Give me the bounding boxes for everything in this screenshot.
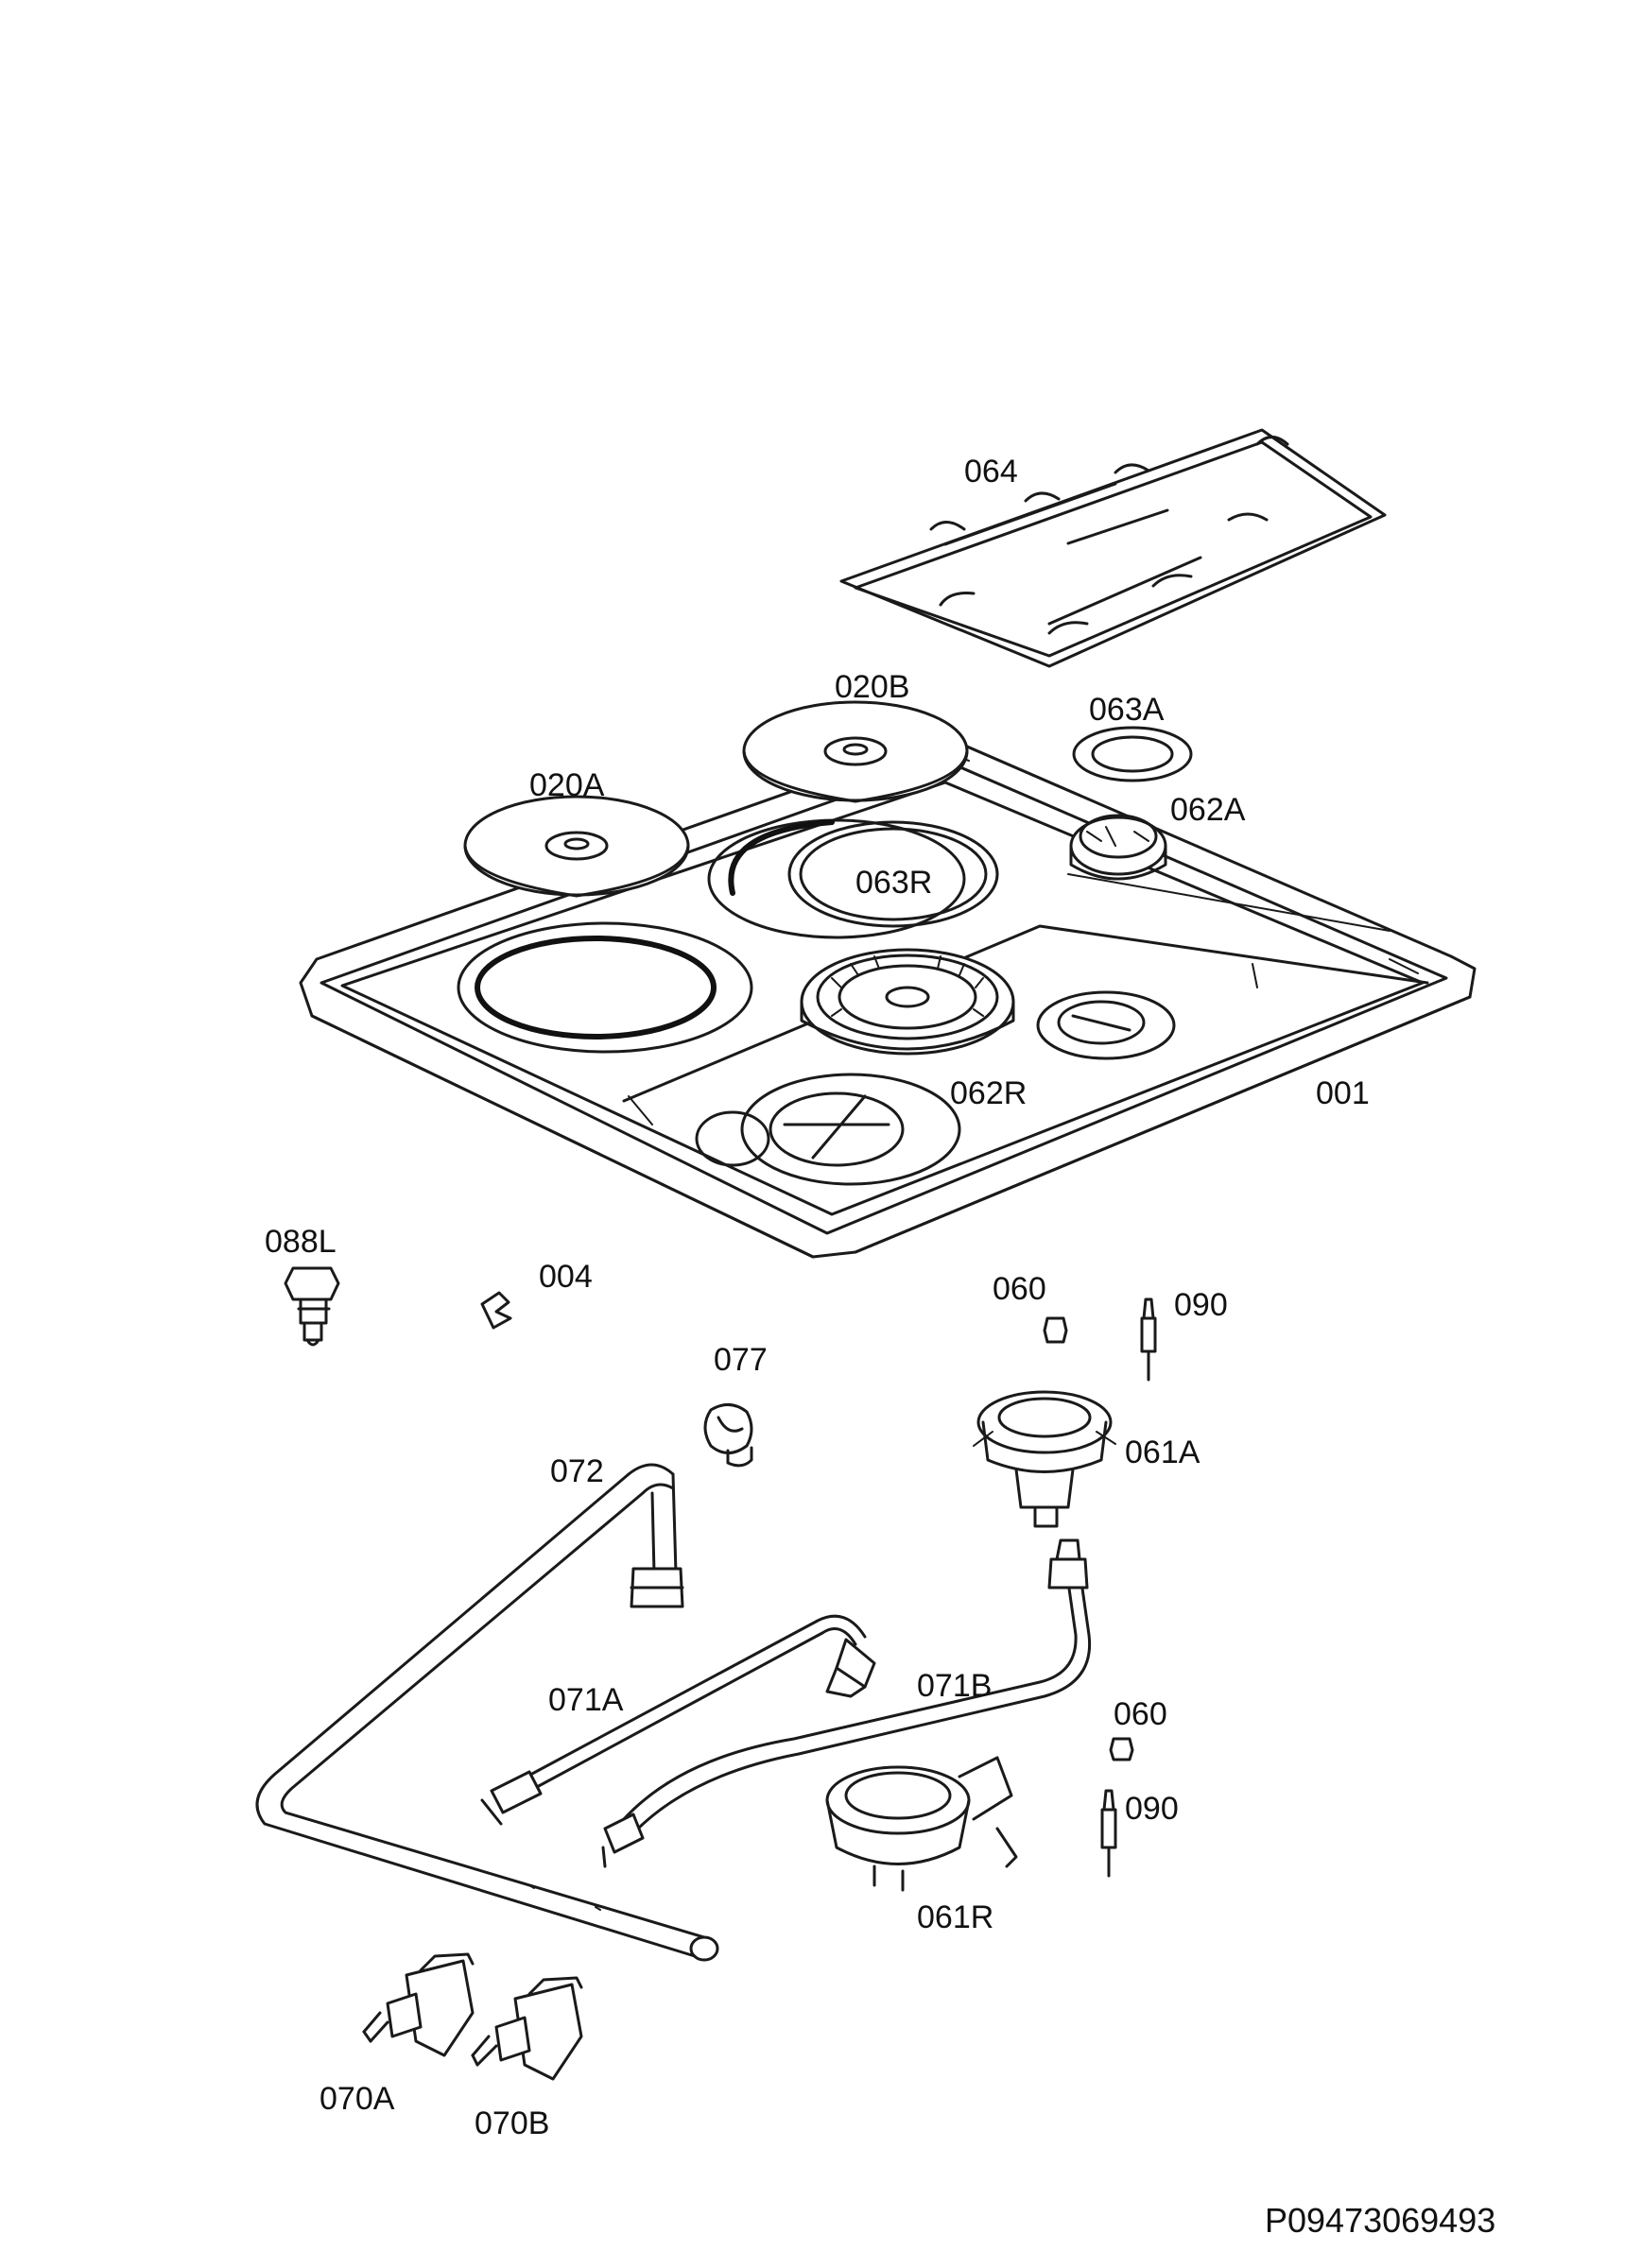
label-070b: 070B xyxy=(475,2105,549,2141)
hotplate-ring-front-left xyxy=(457,921,753,1054)
label-060-lower: 060 xyxy=(1114,1696,1167,1732)
label-071a: 071A xyxy=(548,1682,624,1718)
document-id: P09473069493 xyxy=(1265,2201,1495,2240)
burner-cup-061r xyxy=(825,1756,1018,1892)
label-063r: 063R xyxy=(855,865,932,901)
label-077: 077 xyxy=(714,1342,768,1378)
label-062a: 062A xyxy=(1170,792,1246,828)
hose-fitting-088l xyxy=(284,1266,340,1347)
hotplate-ring-rear xyxy=(707,818,999,939)
label-061r: 061R xyxy=(917,1899,993,1935)
label-088l: 088L xyxy=(265,1224,337,1260)
label-063a: 063A xyxy=(1089,692,1165,728)
burner-head-062a xyxy=(1069,814,1167,881)
label-072: 072 xyxy=(550,1453,604,1489)
gas-tap-070a xyxy=(362,1952,475,2057)
label-061a: 061A xyxy=(1125,1435,1201,1470)
label-060-upper: 060 xyxy=(993,1271,1046,1307)
label-090-lower: 090 xyxy=(1125,1791,1179,1827)
clip-004 xyxy=(480,1291,512,1330)
hotplate-cover-020a xyxy=(463,795,690,898)
label-064: 064 xyxy=(964,454,1018,490)
label-070a: 070A xyxy=(320,2081,395,2117)
label-004: 004 xyxy=(539,1259,593,1295)
burner-seat-right xyxy=(1036,990,1176,1060)
injector-060-upper xyxy=(1043,1316,1068,1344)
grommet-077 xyxy=(703,1403,753,1468)
thermocouple-090-upper xyxy=(1140,1297,1157,1382)
injector-060-lower xyxy=(1109,1737,1134,1761)
label-001: 001 xyxy=(1316,1075,1370,1111)
burner-seat-front xyxy=(740,1073,961,1186)
label-020b: 020B xyxy=(835,669,909,705)
burner-cap-063a xyxy=(1072,726,1193,782)
burner-cup-061a xyxy=(973,1390,1116,1528)
label-071b: 071B xyxy=(917,1668,992,1704)
label-020a: 020A xyxy=(529,767,605,803)
gas-pipe-071b xyxy=(601,1538,1092,1868)
gas-tap-070b xyxy=(471,1976,583,2081)
gas-rail-072 xyxy=(255,1463,719,1962)
thermocouple-090-lower xyxy=(1100,1789,1117,1878)
pan-support-064 xyxy=(839,428,1387,668)
gas-pipe-071a xyxy=(480,1614,876,1826)
hotplate-cover-020b xyxy=(742,700,969,803)
label-062r: 062R xyxy=(950,1075,1027,1111)
burner-head-062r xyxy=(800,948,1015,1056)
label-090-upper: 090 xyxy=(1174,1287,1228,1323)
